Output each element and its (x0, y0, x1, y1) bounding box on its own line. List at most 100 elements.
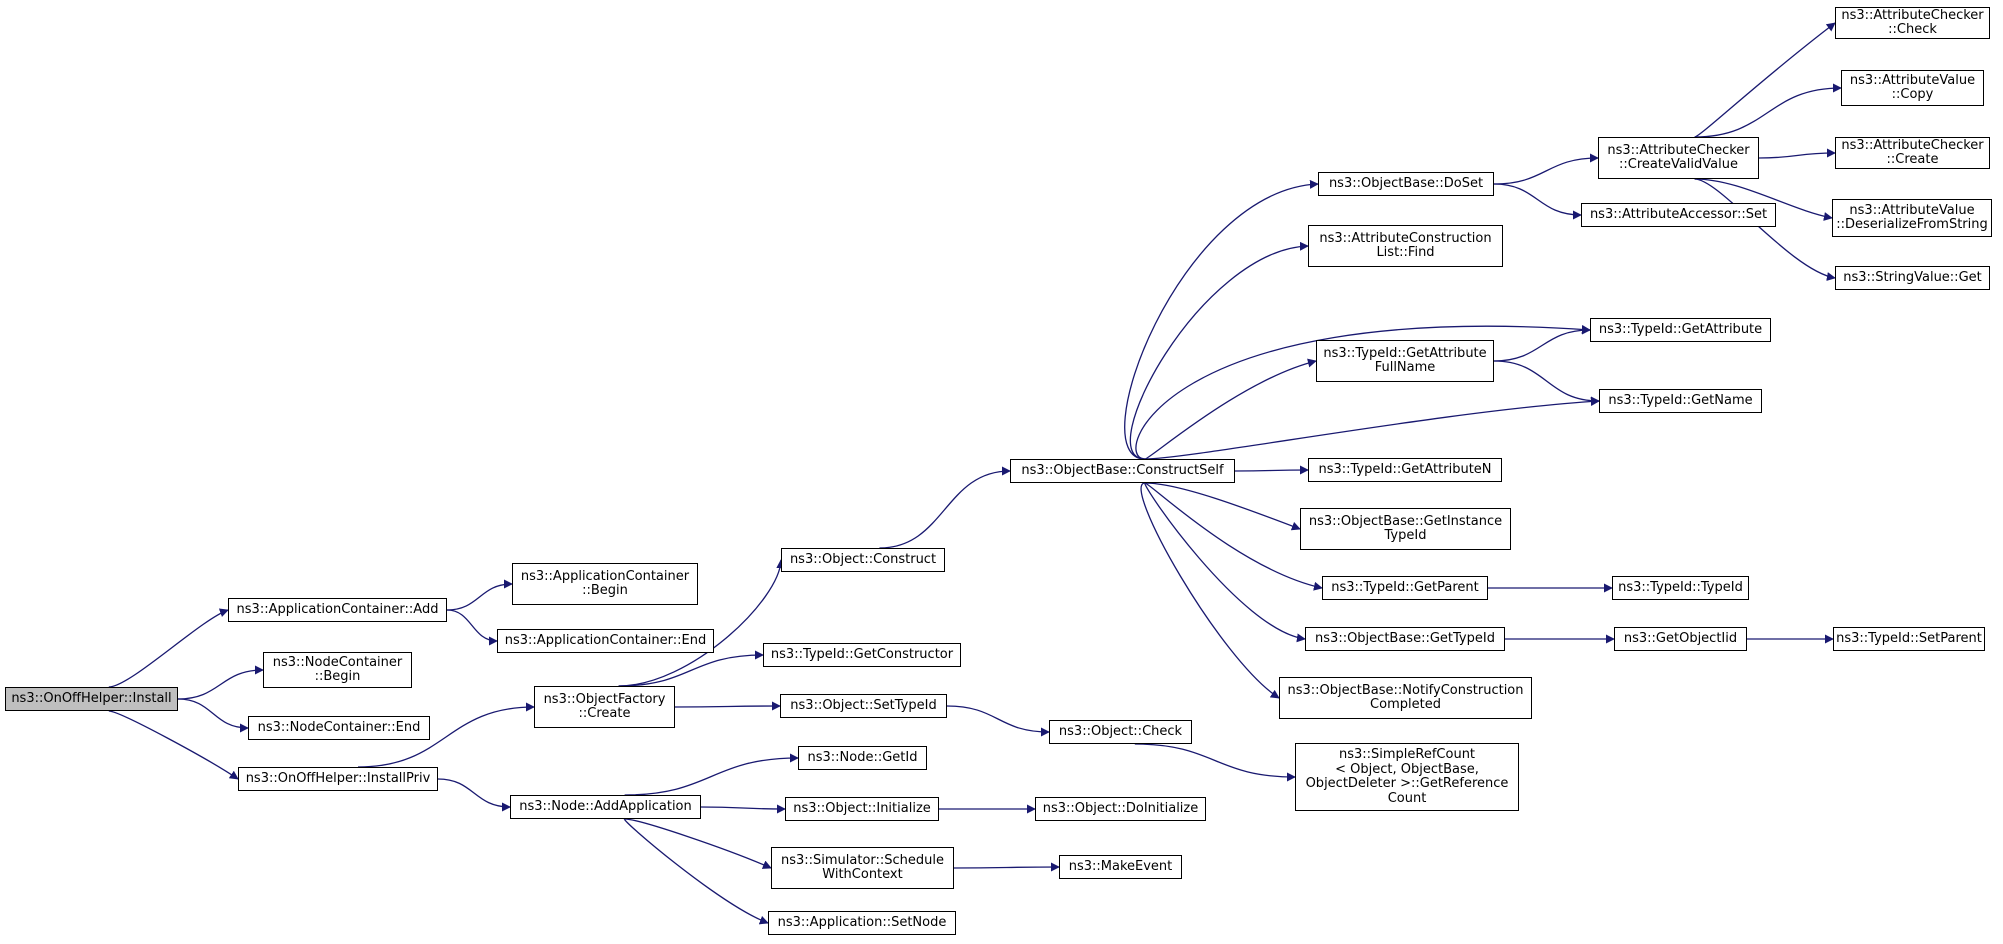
graph-node-n23[interactable]: ns3::TypeId::GetAttributeN (1308, 458, 1502, 482)
graph-node-n6[interactable]: ns3::ApplicationContainer::End (497, 629, 714, 653)
graph-node-n39[interactable]: ns3::AttributeValue::DeserializeFromStri… (1832, 199, 1992, 237)
graph-node-label: ::DeserializeFromString (1836, 217, 1988, 232)
call-edge (618, 650, 764, 687)
graph-node-n13[interactable]: ns3::Object::Initialize (785, 797, 939, 821)
graph-node-n31[interactable]: ns3::TypeId::GetAttribute (1590, 318, 1771, 342)
call-edge (446, 609, 498, 646)
graph-node-n12[interactable]: ns3::Node::GetId (798, 746, 927, 770)
graph-node-label: ns3::AttributeAccessor::Set (1589, 206, 1768, 222)
graph-node-label: FullName (1374, 360, 1436, 375)
graph-node-label: ns3::AttributeConstruction (1319, 230, 1492, 246)
graph-node-n5[interactable]: ns3::ApplicationContainer::Begin (512, 563, 698, 605)
graph-node-n4[interactable]: ns3::OnOffHelper::InstallPriv (238, 767, 438, 791)
graph-node-label: ns3::ObjectFactory (543, 691, 666, 707)
graph-node-label: ns3::MakeEvent (1068, 858, 1173, 874)
graph-node-n25[interactable]: ns3::TypeId::GetParent (1322, 576, 1488, 600)
call-edge (1694, 178, 1836, 281)
graph-node-n9[interactable]: ns3::Object::Construct (781, 548, 945, 572)
call-edge (1124, 179, 1319, 460)
graph-node-label: ns3::OnOffHelper::InstallPriv (245, 770, 431, 786)
call-edge (624, 818, 772, 869)
graph-node-label: ::Create (578, 706, 631, 721)
graph-node-n34[interactable]: ns3::GetObjectIid (1614, 627, 1747, 651)
graph-node-n29[interactable]: ns3::AttributeChecker::CreateValidValue (1598, 137, 1759, 179)
graph-node-n3[interactable]: ns3::NodeContainer::End (248, 716, 430, 740)
graph-node-n16[interactable]: ns3::ObjectBase::ConstructSelf (1010, 459, 1235, 483)
graph-node-n7[interactable]: ns3::ObjectFactory::Create (534, 686, 675, 728)
graph-node-n35[interactable]: ns3::TypeId::SetParent (1833, 627, 1985, 651)
graph-node-label: ns3::ObjectBase::GetInstance (1308, 513, 1503, 529)
graph-node-label: ::Create (1886, 152, 1939, 167)
graph-node-label: List::Find (1376, 245, 1435, 260)
graph-node-n1[interactable]: ns3::ApplicationContainer::Add (228, 598, 447, 622)
graph-node-n32[interactable]: ns3::TypeId::GetName (1599, 389, 1762, 413)
graph-node-label: ns3::AttributeValue (1849, 202, 1975, 218)
graph-node-label: ns3::TypeId::SetParent (1836, 630, 1982, 646)
graph-node-label: ns3::TypeId::GetAttribute (1323, 345, 1487, 361)
graph-node-label: ns3::ApplicationContainer (520, 568, 690, 584)
graph-node-n2[interactable]: ns3::NodeContainer::Begin (263, 652, 412, 688)
graph-node-label: ns3::ApplicationContainer::End (504, 632, 707, 648)
graph-node-n33[interactable]: ns3::TypeId::TypeId (1612, 576, 1749, 600)
graph-node-n10[interactable]: ns3::TypeId::GetConstructor (763, 643, 961, 667)
graph-node-label: ns3::Application::SetNode (777, 914, 947, 930)
graph-node-n37[interactable]: ns3::AttributeValue::Copy (1841, 70, 1984, 106)
call-edge (1144, 482, 1301, 531)
call-edge (1234, 465, 1309, 475)
graph-node-label: ::Check (1888, 22, 1937, 37)
graph-node-label: ns3::Object::Construct (789, 551, 937, 567)
call-edge (1144, 482, 1323, 591)
graph-node-label: ns3::TypeId::GetName (1608, 392, 1753, 408)
graph-node-n18[interactable]: ns3::Object::DoInitialize (1035, 797, 1206, 821)
graph-node-label: ObjectDeleter >::GetReference (1305, 776, 1509, 791)
graph-node-label: ns3::Object::Initialize (793, 800, 931, 816)
graph-node-n26[interactable]: ns3::ObjectBase::GetTypeId (1305, 627, 1505, 651)
graph-node-n8[interactable]: ns3::Node::AddApplication (510, 795, 701, 819)
graph-node-n11[interactable]: ns3::Object::SetTypeId (780, 694, 947, 718)
call-edge (1144, 396, 1600, 460)
graph-node-label: Completed (1370, 697, 1441, 712)
graph-node-n30[interactable]: ns3::AttributeAccessor::Set (1581, 203, 1776, 227)
call-edge (177, 665, 264, 700)
call-edge (879, 466, 1011, 549)
graph-node-label: ns3::Simulator::Schedule (780, 852, 945, 868)
graph-node-label: ns3::AttributeValue (1849, 72, 1976, 88)
graph-node-n40[interactable]: ns3::StringValue::Get (1835, 266, 1990, 290)
graph-node-label: TypeId (1384, 528, 1427, 543)
graph-node-label: ns3::AttributeChecker (1607, 142, 1750, 158)
call-edge (1694, 22, 1836, 138)
graph-node-label: ns3::GetObjectIid (1623, 630, 1738, 646)
graph-node-n0[interactable]: ns3::OnOffHelper::Install (5, 687, 178, 711)
graph-node-label: ns3::TypeId::GetAttributeN (1318, 461, 1492, 477)
graph-node-label: ns3::TypeId::GetAttribute (1598, 321, 1763, 337)
graph-node-n19[interactable]: ns3::MakeEvent (1059, 855, 1182, 879)
call-edge (108, 608, 229, 688)
graph-node-label: ns3::NodeContainer (272, 654, 403, 670)
call-edge (1134, 743, 1296, 782)
call-edge (1493, 183, 1582, 220)
graph-node-n20[interactable]: ns3::ObjectBase::DoSet (1318, 172, 1494, 196)
graph-node-label: ns3::NodeContainer::End (257, 719, 421, 735)
graph-node-label: ns3::OnOffHelper::Install (11, 690, 172, 706)
call-edge (357, 702, 535, 768)
call-edge (1144, 358, 1317, 460)
graph-node-n17[interactable]: ns3::Object::Check (1049, 720, 1192, 744)
graph-node-label: ns3::AttributeChecker (1841, 137, 1984, 153)
graph-node-label: ns3::Object::Check (1058, 723, 1183, 739)
call-edge (1144, 482, 1306, 643)
graph-node-label: ns3::ObjectBase::DoSet (1328, 175, 1484, 191)
graph-node-n38[interactable]: ns3::AttributeChecker::Create (1835, 137, 1990, 169)
graph-node-n36[interactable]: ns3::AttributeChecker::Check (1835, 7, 1990, 39)
graph-node-n15[interactable]: ns3::Application::SetNode (768, 911, 956, 935)
call-edge (674, 701, 781, 711)
call-edge (1493, 325, 1591, 362)
call-edge (624, 753, 799, 796)
graph-node-n28[interactable]: ns3::SimpleRefCount< Object, ObjectBase,… (1295, 743, 1519, 811)
graph-node-label: ns3::Object::SetTypeId (790, 697, 937, 713)
